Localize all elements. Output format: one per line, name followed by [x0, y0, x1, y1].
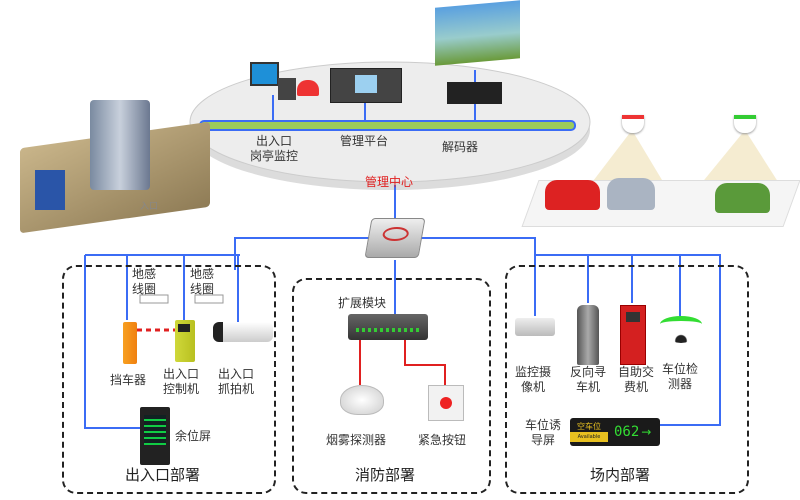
- self-pay-label: 自助交费机: [618, 365, 654, 395]
- decoder-icon: [447, 82, 502, 104]
- reverse-car-finder-icon: [577, 305, 599, 365]
- loop2-line1: 地感: [190, 267, 215, 281]
- management-center-title: 管理中心: [365, 175, 414, 189]
- remaining-screen-icon: [140, 407, 170, 465]
- emergency-button-label: 紧急按钮: [418, 433, 467, 447]
- loop-label-1: 地感线圈: [132, 267, 156, 297]
- car-finder-label: 反向寻车机: [570, 365, 606, 395]
- camera-line1: 出入口: [218, 367, 255, 381]
- booth-monitor-line2: 岗亭监控: [250, 149, 299, 163]
- entrance-section-title: 出入口部署: [125, 466, 201, 484]
- remaining-screen-label: 余位屏: [175, 429, 212, 443]
- monitor-pc-icon: [250, 62, 279, 86]
- self-pay-kiosk-icon: [620, 305, 646, 365]
- guide-line2: 导屏: [531, 433, 556, 447]
- guide-screen: 空车位 Available 062 →: [570, 418, 660, 446]
- barrier-gate-icon: [123, 322, 137, 364]
- detector-line1: 车位检: [662, 362, 699, 376]
- guide-screen-count: 062: [614, 424, 640, 440]
- guide-screen-label-cn: 空车位: [577, 422, 601, 431]
- entrance-controller-icon: [175, 320, 195, 362]
- booth-icon: [90, 100, 150, 190]
- camera-line1: 监控摄: [515, 365, 552, 379]
- loop-label-2: 地感线圈: [190, 267, 214, 297]
- guide-line1: 车位诱: [525, 418, 562, 432]
- loop1-line2: 线圈: [132, 282, 157, 296]
- guide-screen-label-en: Available: [570, 432, 608, 442]
- camera-line2: 抓拍机: [218, 382, 255, 396]
- surveillance-camera-icon: [515, 318, 555, 336]
- controller-line2: 控制机: [163, 382, 200, 396]
- camera-label: 出入口抓拍机: [218, 367, 254, 397]
- pay-line1: 自助交: [618, 365, 655, 379]
- camera-line2: 像机: [521, 380, 546, 394]
- loop2-line2: 线圈: [190, 282, 215, 296]
- smoke-detector-icon: [340, 385, 384, 415]
- platform-label: 管理平台: [340, 134, 389, 148]
- expansion-module-icon: [348, 314, 428, 340]
- emergency-button-icon: [428, 385, 464, 421]
- remaining-display-icon: [35, 170, 65, 210]
- guide-screen-label: 车位诱导屏: [525, 418, 561, 448]
- fire-section-title: 消防部署: [355, 466, 416, 484]
- guide-screen-arrow: →: [641, 425, 652, 439]
- finder-line2: 车机: [576, 380, 601, 394]
- management-server-icon: [330, 68, 402, 103]
- expansion-module-label: 扩展模块: [338, 296, 387, 310]
- capture-camera-icon: [213, 322, 273, 342]
- barrier-label: 挡车器: [110, 373, 147, 387]
- road-sign-label: 入口: [140, 202, 159, 212]
- decoder-label: 解码器: [442, 140, 479, 154]
- ceiling-detector-green-icon: [734, 115, 756, 133]
- smoke-detector-label: 烟雾探测器: [326, 433, 387, 447]
- controller-line1: 出入口: [163, 367, 200, 381]
- booth-monitor-line1: 出入口: [256, 134, 293, 148]
- booth-monitor-label: 出入口岗亭监控: [250, 134, 298, 164]
- alarm-light-icon: [297, 80, 319, 96]
- pay-line2: 费机: [624, 380, 649, 394]
- fire-section: [292, 278, 491, 494]
- video-wall-icon: [435, 0, 520, 66]
- car-green-icon: [715, 183, 770, 213]
- surveillance-camera-label: 监控摄像机: [515, 365, 551, 395]
- car-silver-icon: [607, 178, 655, 210]
- network-switch-icon: [364, 218, 426, 258]
- controller-label: 出入口控制机: [163, 367, 199, 397]
- space-detector-label: 车位检测器: [662, 362, 698, 392]
- ceiling-detector-red-icon: [622, 115, 644, 133]
- detector-line2: 测器: [668, 377, 693, 391]
- car-red-icon: [545, 180, 600, 210]
- entrance-section: [62, 265, 276, 494]
- indoor-section: [505, 265, 749, 494]
- speaker-icon: [278, 78, 296, 100]
- indoor-section-title: 场内部署: [590, 466, 651, 484]
- loop1-line1: 地感: [132, 267, 157, 281]
- finder-line1: 反向寻: [570, 365, 607, 379]
